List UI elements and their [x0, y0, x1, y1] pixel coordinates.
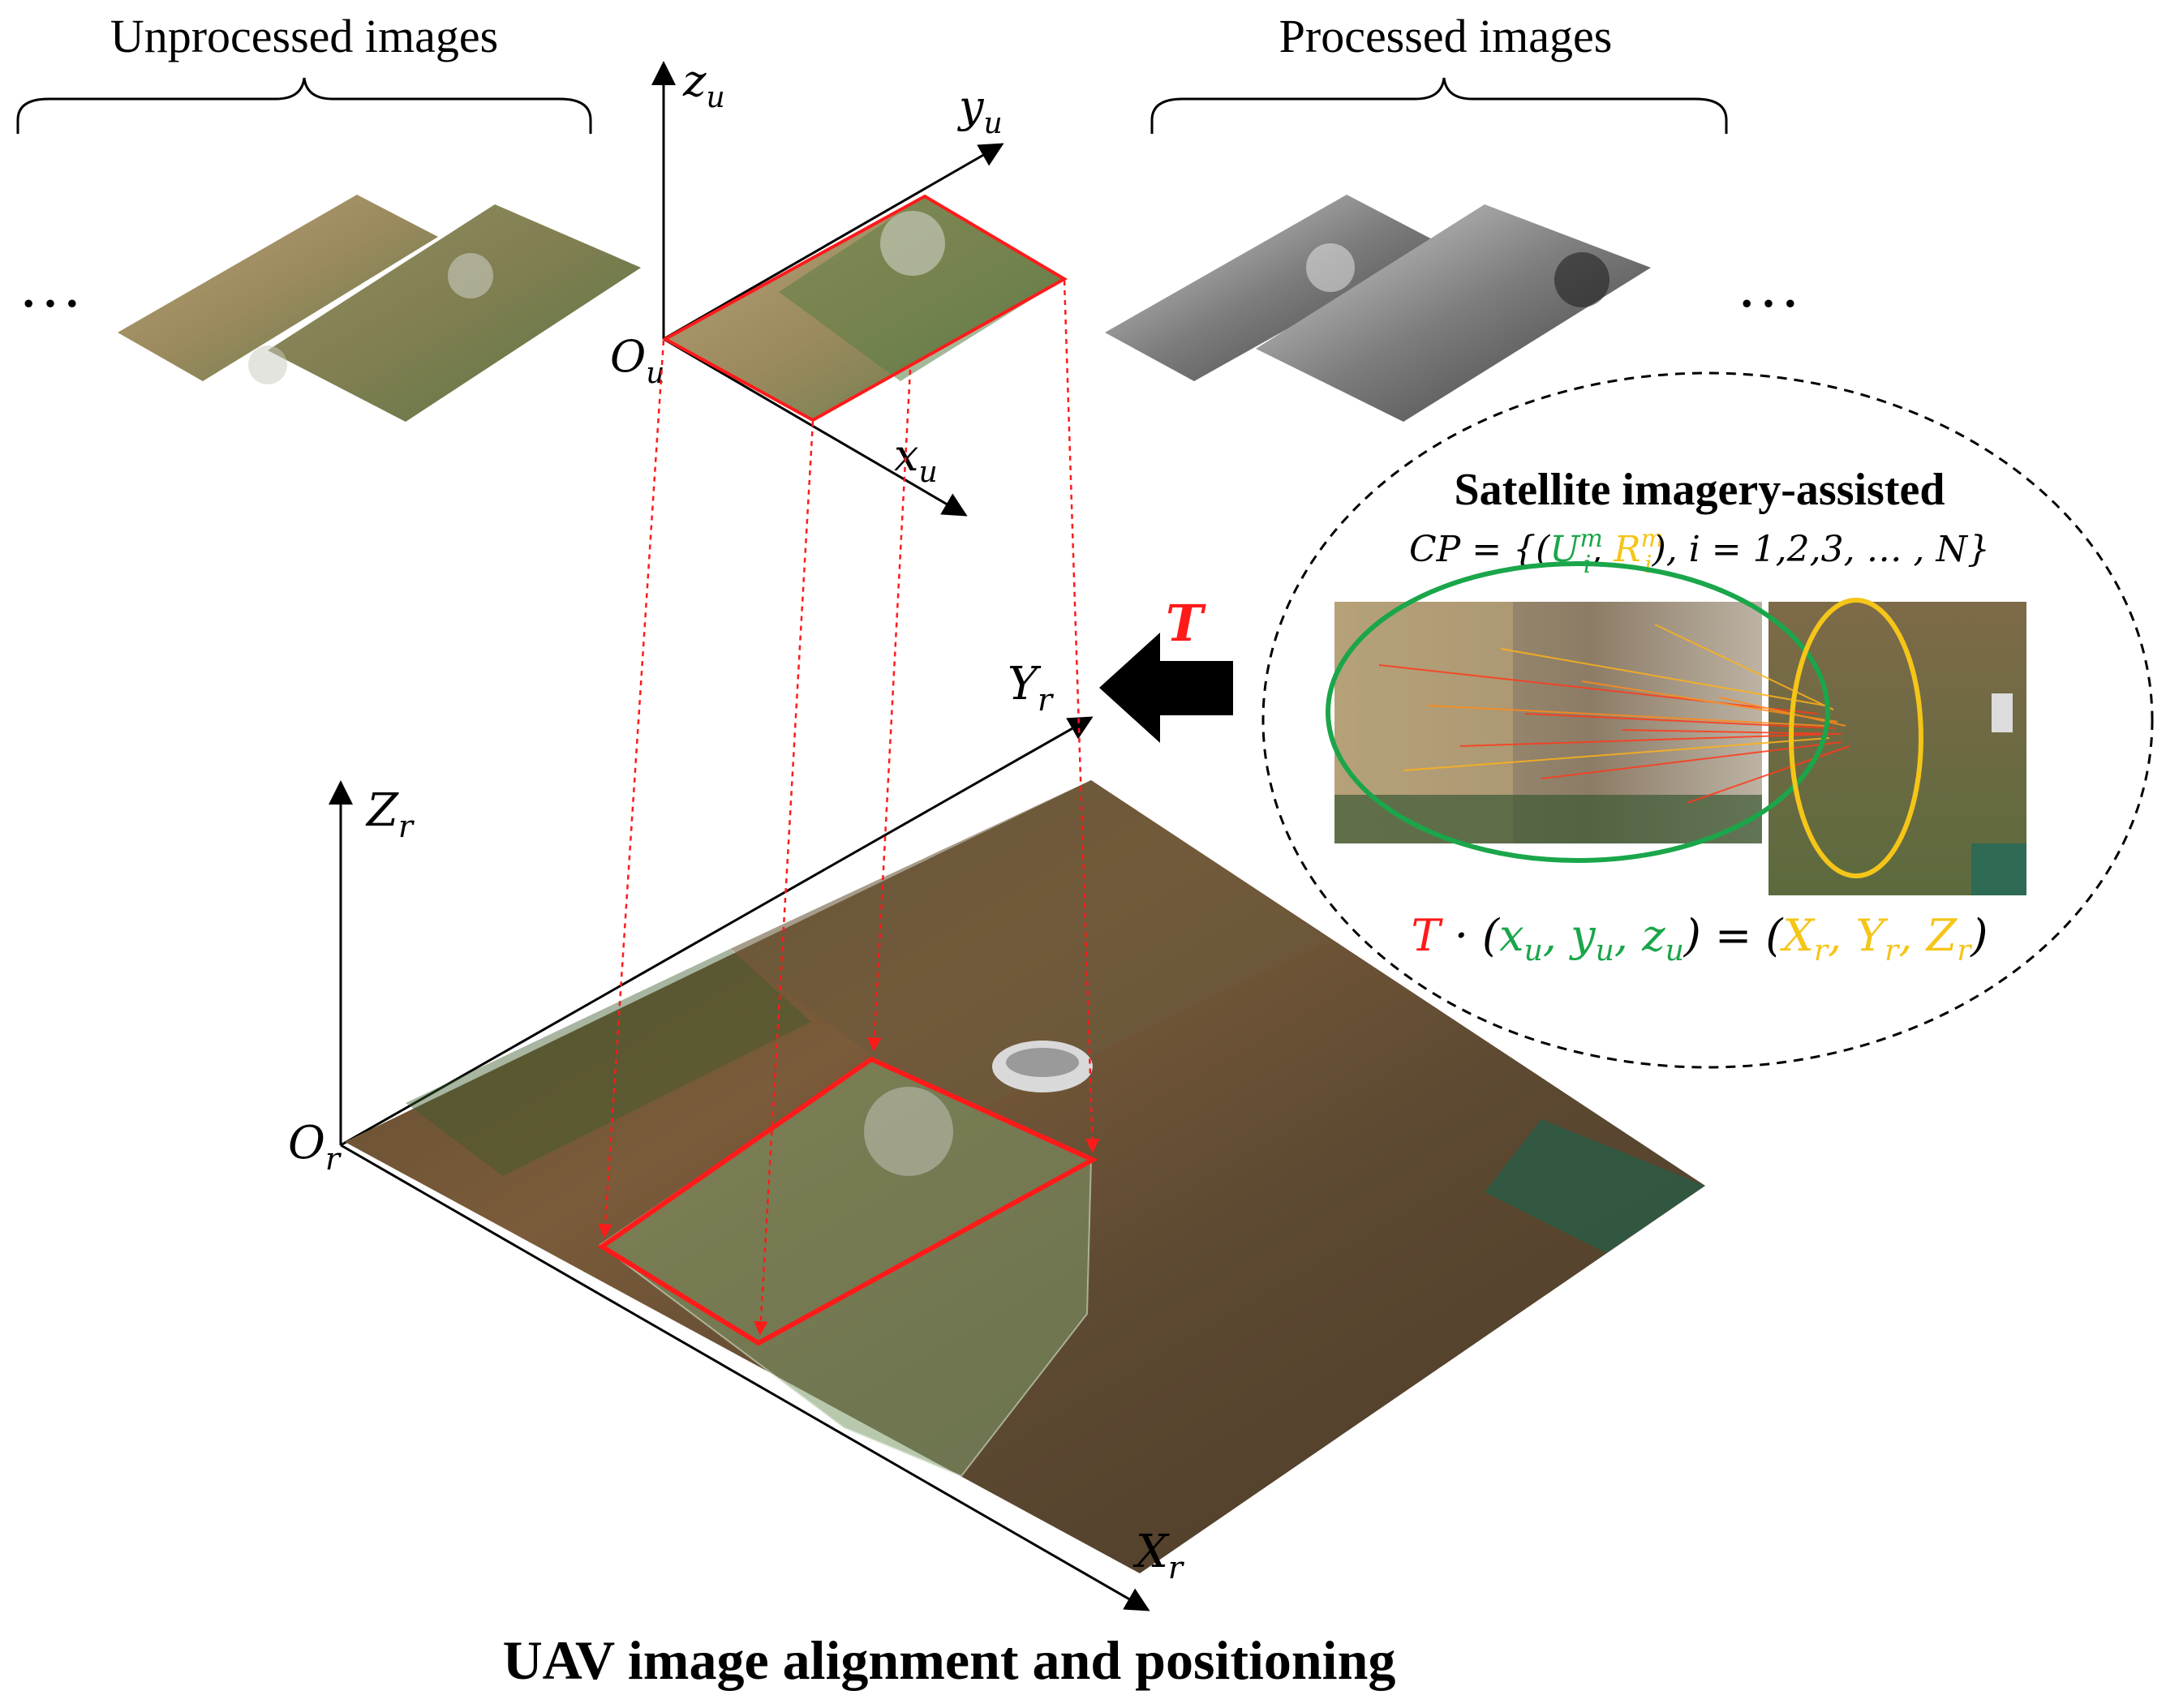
- processed-label: Processed images: [1279, 10, 1613, 62]
- uav-x-axis: [663, 337, 968, 517]
- match-lines: [1378, 624, 1850, 804]
- ref-axes: [329, 716, 1150, 1611]
- uav-y-label: yu: [957, 81, 1003, 140]
- uav-y-axis: [663, 143, 1004, 341]
- ref-z-label: Zr: [365, 784, 415, 844]
- uav-x-label: xu: [894, 430, 938, 489]
- reference-map: [345, 780, 1705, 1573]
- transform-equation: T · (xu, yu, zu) = (Xr, Yr, Zr): [1412, 910, 1988, 968]
- aligned-footprint: [597, 1056, 1098, 1346]
- matched-image-pair: [1326, 561, 2026, 895]
- satellite-callout: [1261, 371, 2154, 1069]
- unprocessed-label: Unprocessed images: [110, 10, 498, 62]
- ref-y-label: Yr: [1008, 658, 1055, 718]
- unprocessed-brace: [16, 77, 592, 134]
- ellipsis-right: …: [1736, 250, 1801, 321]
- processed-image-stack: [1105, 195, 1651, 422]
- ref-y-axis: [340, 716, 1094, 1147]
- transform-label: T: [1166, 594, 1206, 653]
- bottom-title: UAV image alignment and positioning: [503, 1629, 1396, 1691]
- satellite-title: Satellite imagery-assisted: [1455, 465, 1945, 515]
- uav-z-label: zu: [682, 55, 725, 114]
- unprocessed-image-stack: [118, 195, 641, 422]
- uav-match-ellipse: [1326, 561, 1830, 863]
- projection-lines: [598, 280, 1100, 1336]
- uav-axes: [651, 61, 1004, 517]
- uav-image: [661, 194, 1068, 423]
- ellipsis-left: …: [18, 250, 83, 321]
- transform-arrow: [1099, 633, 1233, 743]
- processed-brace: [1150, 77, 1728, 134]
- ref-origin-label: Or: [288, 1117, 342, 1177]
- ref-x-label: Xr: [1132, 1526, 1185, 1586]
- ref-x-axis: [340, 1144, 1150, 1611]
- uav-origin-label: Ou: [610, 331, 664, 390]
- satellite-match-ellipse: [1789, 598, 1923, 878]
